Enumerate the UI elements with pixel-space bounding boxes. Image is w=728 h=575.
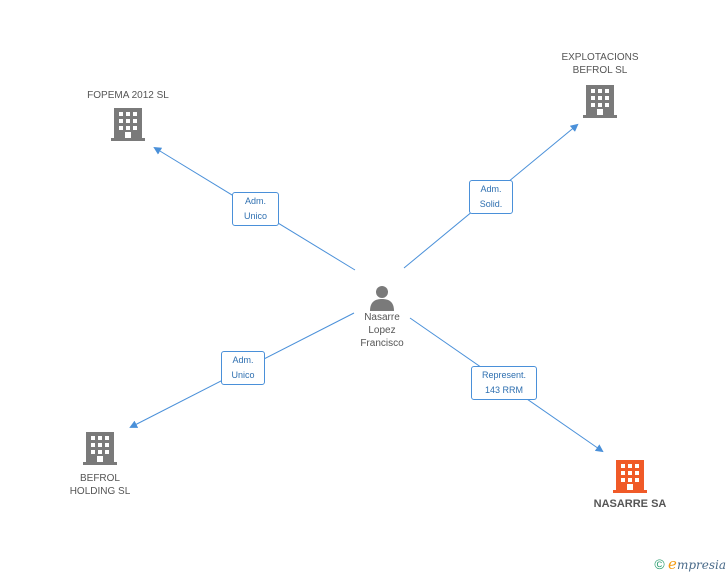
company-node-nasarre[interactable]: NASARRE SA xyxy=(570,458,690,511)
person-name-line-3: Francisco xyxy=(360,338,404,349)
company-name-explotacions-line-2: BEFROL SL xyxy=(572,65,628,76)
company-node-fopema[interactable]: FOPEMA 2012 SL xyxy=(68,89,188,142)
relation-badge-befrol-holding[interactable]: Adm. Unico xyxy=(221,351,265,385)
relation-badge-explotacions[interactable]: Adm. Solid. xyxy=(469,180,513,214)
relation-label-line-1: Adm. xyxy=(480,184,502,194)
building-icon xyxy=(583,85,617,118)
relation-label-line-2: Unico xyxy=(243,211,267,221)
company-node-befrol-holding[interactable]: BEFROL HOLDING SL xyxy=(40,430,160,498)
building-icon xyxy=(111,108,145,141)
company-node-explotacions[interactable]: EXPLOTACIONS BEFROL SL xyxy=(540,51,660,119)
company-name-befrol-holding-line-1: BEFROL xyxy=(79,473,120,484)
relation-label-line-1: Adm. xyxy=(244,196,266,206)
brand-footer[interactable]: © empresia xyxy=(654,555,726,573)
building-icon xyxy=(83,432,117,465)
relation-badge-nasarre[interactable]: Represent. 143 RRM xyxy=(471,366,537,400)
relation-label-line-2: 143 RRM xyxy=(484,385,523,395)
company-name-nasarre: NASARRE SA xyxy=(593,498,667,510)
relation-label-line-2: Solid. xyxy=(479,199,503,209)
brand-name: mpresia xyxy=(676,558,726,572)
relation-badge-fopema[interactable]: Adm. Unico xyxy=(232,192,279,226)
company-name-befrol-holding-line-2: HOLDING SL xyxy=(69,486,131,497)
brand-logo: empresia xyxy=(668,555,726,573)
brand-initial: e xyxy=(668,555,677,573)
building-icon xyxy=(613,460,647,493)
relation-label-line-2: Unico xyxy=(231,370,255,380)
person-name-line-1: Nasarre xyxy=(364,312,400,323)
company-name-fopema: FOPEMA 2012 SL xyxy=(87,90,169,101)
relation-label-line-1: Represent. xyxy=(481,370,527,380)
relation-label-line-1: Adm. xyxy=(232,355,254,365)
person-name-line-2: Lopez xyxy=(368,325,396,336)
person-node[interactable]: Nasarre Lopez Francisco xyxy=(341,283,423,350)
company-name-explotacions-line-1: EXPLOTACIONS xyxy=(561,52,639,63)
copyright-icon: © xyxy=(654,556,665,572)
person-icon xyxy=(370,286,394,311)
